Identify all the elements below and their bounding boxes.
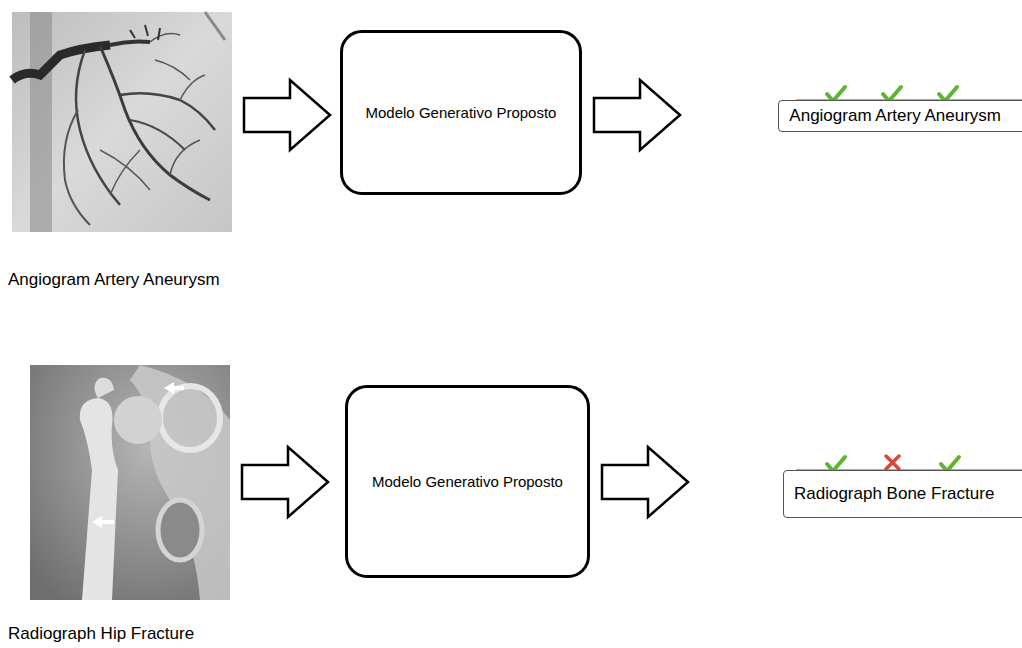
box-label: Modelo Generativo Proposto (366, 104, 557, 121)
check-mark (827, 87, 845, 101)
image-caption: Angiogram Artery Aneurysm (8, 270, 220, 290)
block-arrow (594, 80, 680, 150)
block-arrow (242, 447, 328, 517)
check-mark (827, 457, 845, 471)
result-line (796, 100, 1022, 470)
image-caption: Radiograph Hip Fracture (8, 624, 194, 644)
check-mark (941, 457, 959, 471)
model-box: Modelo Generativo Proposto (345, 385, 590, 578)
result-label: Radiograph Bone Fracture (784, 484, 994, 504)
image-panel: Angiogram Artery Aneurysm (12, 12, 232, 232)
result-label: Angiogram Artery Aneurysm (779, 106, 1001, 126)
box-label: Modelo Generativo Proposto (372, 473, 563, 490)
block-arrow (602, 447, 688, 517)
result-box: Angiogram Artery Aneurysm (778, 100, 1022, 132)
check-mark (939, 87, 957, 101)
angiogram-image (12, 12, 232, 232)
check-mark (883, 87, 901, 101)
radiograph-image (30, 365, 230, 600)
model-box: Modelo Generativo Proposto (340, 30, 582, 195)
cross-mark (886, 456, 899, 469)
image-panel: Radiograph Hip Fracture (30, 365, 230, 600)
block-arrow (244, 80, 330, 150)
result-box: Radiograph Bone Fracture (783, 470, 1022, 518)
